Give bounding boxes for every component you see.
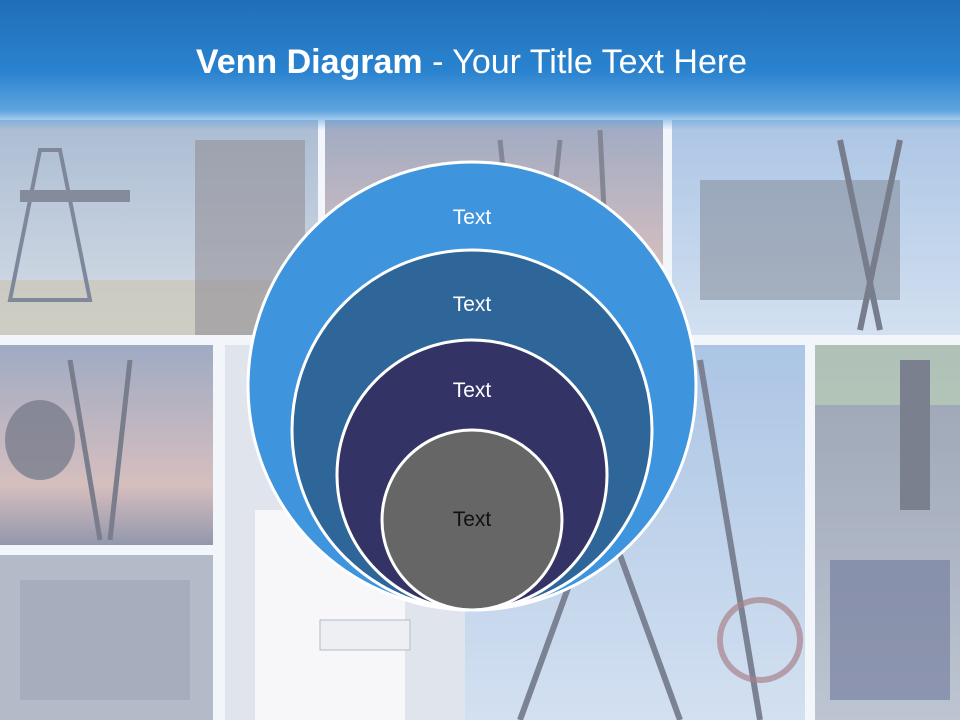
photo-dark-texture xyxy=(0,555,213,720)
circle-inner: Text xyxy=(380,428,564,612)
circle-third-label: Text xyxy=(453,379,492,402)
circle-outer-label: Text xyxy=(453,206,492,229)
title-bold: Venn Diagram xyxy=(195,43,423,81)
header-bar xyxy=(0,0,960,130)
circle-inner-label: Text xyxy=(453,508,492,531)
title-rest: - Your Title Text Here xyxy=(422,43,748,81)
photo-pumpjack-sky xyxy=(672,120,960,335)
photo-oil-valve xyxy=(815,345,960,720)
slide-title: Venn Diagram - Your Title Text Here xyxy=(0,40,943,84)
photo-pumpjack-field xyxy=(0,120,318,335)
circle-second-label: Text xyxy=(453,293,492,316)
photo-silhouette-workers xyxy=(0,345,213,545)
